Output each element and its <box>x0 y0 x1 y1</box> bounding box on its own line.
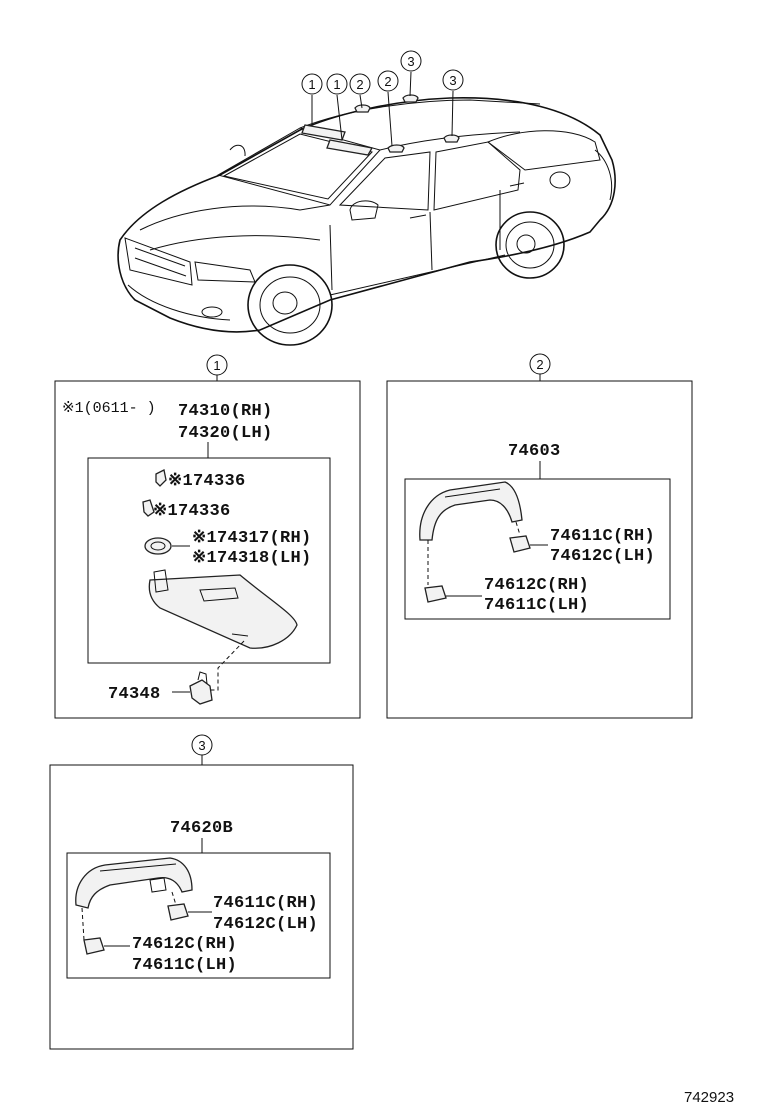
cover-icon <box>83 937 105 955</box>
grip-assy-label: 74603 <box>508 442 561 461</box>
car-callout-3b: 3 <box>442 69 464 91</box>
svg-text:1: 1 <box>308 77 315 92</box>
holder-icon <box>189 671 213 705</box>
sun-visor-icon <box>148 569 298 649</box>
car-callout-3a: 3 <box>400 50 422 72</box>
clip-icon <box>155 469 167 487</box>
clip-label-2: ※174336 <box>153 502 231 521</box>
grip-cover-b1: 74612C(RH) <box>484 576 589 595</box>
grip-b-cover-b1: 74612C(RH) <box>132 935 237 954</box>
grip-cover-a1: 74611C(RH) <box>550 527 655 546</box>
panel-1-frame <box>54 380 361 719</box>
panel-3-ref: 3 <box>198 738 205 753</box>
grip-assy-b-label: 74620B <box>170 819 233 838</box>
panel-1-ref: 1 <box>213 358 220 373</box>
panel-1-note: ※1(0611- ) <box>62 400 156 417</box>
car-callout-2a: 2 <box>349 73 371 95</box>
cover-icon <box>509 535 531 553</box>
panel-2-ref: 2 <box>536 357 543 372</box>
assist-grip-icon <box>419 481 523 541</box>
cover-icon <box>167 903 189 921</box>
ring-rh-label: ※174317(RH) <box>192 529 312 548</box>
clip-icon <box>142 499 155 517</box>
panel-1: 1 ※1(0611- ) 74310(RH) 74320(LH) ※174336… <box>54 354 361 719</box>
panel-3: 3 74620B 74611C(RH) 74612C(LH) 74612C(RH… <box>49 734 354 1050</box>
grip-b-cover-a1: 74611C(RH) <box>213 894 318 913</box>
grip-b-cover-a2: 74612C(LH) <box>213 915 318 934</box>
visor-subframe <box>87 457 331 664</box>
visor-lh-label: 74320(LH) <box>178 424 273 443</box>
assist-grip-icon <box>75 857 193 909</box>
svg-text:2: 2 <box>384 74 391 89</box>
ring-lh-label: ※174318(LH) <box>192 549 312 568</box>
car-callout-2b: 2 <box>377 70 399 92</box>
svg-text:3: 3 <box>407 54 414 69</box>
panel-3-frame <box>49 764 354 1050</box>
cover-icon <box>424 585 447 603</box>
svg-text:3: 3 <box>449 73 456 88</box>
diagram-code: 742923 <box>684 1089 734 1106</box>
panel-2: 2 74603 74611C(RH) 74612C(LH) 74612C(RH)… <box>386 353 693 719</box>
svg-text:2: 2 <box>356 77 363 92</box>
grip-b-cover-b2: 74611C(LH) <box>132 956 237 975</box>
grip-cover-b2: 74611C(LH) <box>484 596 589 615</box>
ring-icon <box>144 537 172 555</box>
panel-2-frame <box>386 380 693 719</box>
car-illustration: 1 1 2 2 3 3 <box>117 50 616 346</box>
grip-b-subframe <box>66 852 331 979</box>
car-callout-1b: 1 <box>326 73 348 95</box>
grip-subframe <box>404 478 671 620</box>
car-callout-1a: 1 <box>301 73 323 95</box>
grip-cover-a2: 74612C(LH) <box>550 547 655 566</box>
svg-text:1: 1 <box>333 77 340 92</box>
clip-label-1: ※174336 <box>168 472 246 491</box>
holder-label: 74348 <box>108 685 161 704</box>
visor-rh-label: 74310(RH) <box>178 402 273 421</box>
